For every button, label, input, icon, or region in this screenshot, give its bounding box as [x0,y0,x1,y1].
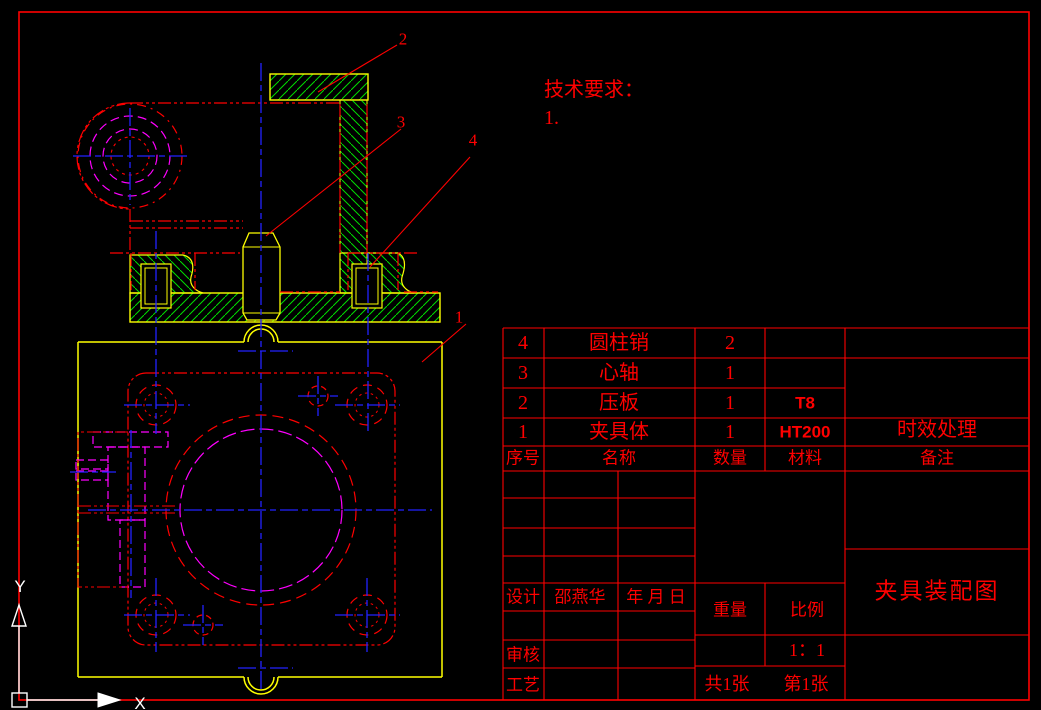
scale-value: 1：1 [789,640,825,660]
workpiece-phantom-plan [127,372,396,646]
bom-header-qty: 数量 [713,448,747,468]
scale-label: 比例 [790,600,824,620]
bom-row-name: 压板 [599,392,639,414]
tech-requirements-item: 1. [544,107,559,129]
bolt-right [351,263,383,309]
callout-part-4: 4 [468,130,478,150]
bom-row-no: 2 [518,392,528,414]
bom-row-no: 3 [518,362,528,384]
sheet-number: 第1张 [783,674,829,694]
bom-row-material: HT200 [779,422,831,442]
leader-lines [265,44,471,363]
section-view [76,73,441,323]
bom-row-no: 1 [518,421,528,443]
weight-label: 重量 [713,600,747,620]
clamp-hidden-lines [75,431,169,588]
bom-row-material: T8 [795,393,815,413]
bom-row-qty: 1 [725,421,735,443]
drawing-title: 夹具装配图 [874,578,1000,604]
bom-header-note: 备注 [920,448,954,468]
callout-part-2: 2 [398,29,408,49]
bom-row-name: 圆柱销 [589,332,649,354]
bom-header-name: 名称 [602,448,636,468]
bom-row-qty: 2 [725,332,735,354]
bom-row-name: 心轴 [599,362,639,384]
title-block-grid [502,327,1029,700]
date-label: 年 月 日 [626,587,686,607]
clamp-phantom [77,431,175,588]
ucs-y-label: Y [14,577,25,596]
mandrel-pin [242,232,281,321]
ucs-x-label: X [134,694,145,710]
check-label: 审核 [506,645,540,665]
bom-header-material: 材料 [788,448,822,468]
bom-row-no: 4 [518,332,528,354]
workpiece-phantom [76,102,438,293]
bom-row-qty: 1 [725,362,735,384]
bom-row-name: 夹具体 [589,421,649,443]
centerlines [70,63,432,692]
callout-part-3: 3 [396,112,406,132]
ucs-icon: Y X [11,577,146,710]
sheets-total: 共1张 [704,674,750,694]
bom-row-note: 时效处理 [897,419,977,441]
process-label: 工艺 [506,675,540,695]
design-label: 设计 [506,587,540,607]
fixture-body-outline [77,324,443,695]
designer-name: 邵燕华 [554,587,606,607]
bom-row-qty: 1 [725,392,735,414]
tech-requirements-title: 技术要求： [544,79,644,101]
bom-header-no: 序号 [506,448,540,468]
drawing-frame [18,11,1030,701]
callout-part-1: 1 [454,307,464,327]
